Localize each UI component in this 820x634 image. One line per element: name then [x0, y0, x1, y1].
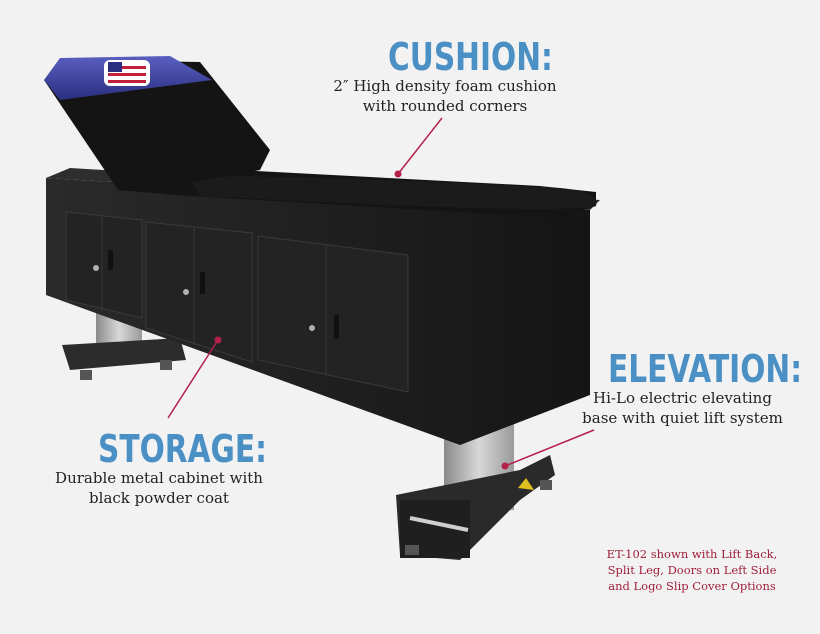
logo-icon	[104, 60, 150, 86]
storage-description-line-2: black powder coat	[89, 489, 229, 507]
elevation-description-line-2: base with quiet lift system	[582, 409, 783, 427]
storage-callout-line	[167, 339, 219, 419]
elevation-description-line-1: Hi-Lo electric elevating	[593, 389, 772, 407]
cushion-description-line-2: with rounded corners	[362, 97, 528, 115]
elevation-callout-line	[504, 429, 595, 467]
cushion-callout-line	[397, 117, 443, 175]
cushion	[118, 168, 597, 218]
options-note-line-3: and Logo Slip Cover Options	[608, 579, 776, 593]
storage-title: STORAGE:	[98, 427, 267, 471]
cushion-title: CUSHION:	[388, 35, 553, 79]
lift-back	[44, 56, 270, 190]
elevation-title: ELEVATION:	[608, 347, 803, 391]
storage-description-line-1: Durable metal cabinet with	[55, 469, 263, 487]
options-note-line-1: ET-102 shown with Lift Back,	[606, 547, 778, 561]
cushion-description-line-1: 2″ High density foam cushion	[333, 77, 557, 95]
options-note-line-2: Split Leg, Doors on Left Side	[607, 563, 777, 577]
